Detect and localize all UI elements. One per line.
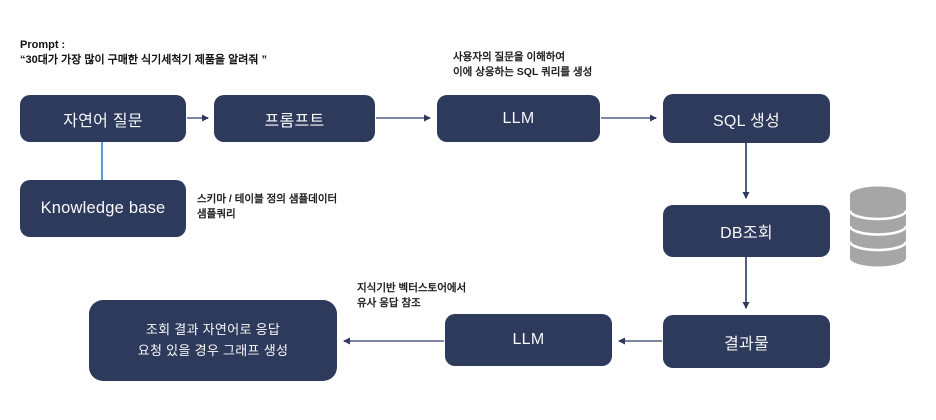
node-result: 결과물 <box>663 315 830 368</box>
database-icon <box>848 186 908 267</box>
node-db-query: DB조회 <box>663 205 830 257</box>
prompt-example-label: Prompt : <box>20 39 66 51</box>
node-sql-generation: SQL 생성 <box>663 94 830 143</box>
prompt-example-note: Prompt : “30대가 가장 많이 구매한 식기세척기 제품을 알려줘 ” <box>20 38 267 68</box>
node-prompt: 프롬프트 <box>214 95 375 142</box>
node-natural-language-question: 자연어 질문 <box>20 95 186 142</box>
node-final-output: 조회 결과 자연어로 응답 요청 있을 경우 그래프 생성 <box>89 300 337 381</box>
annotation-llm-top: 사용자의 질문을 이해하여 이에 상응하는 SQL 쿼리를 생성 <box>453 51 593 78</box>
annotation-llm-bottom: 지식기반 벡터스토어에서 유사 응답 참조 <box>357 282 467 309</box>
prompt-example-quote: “30대가 가장 많이 구매한 식기세척기 제품을 알려줘 ” <box>20 53 268 66</box>
node-knowledge-base: Knowledge base <box>20 180 186 237</box>
node-llm-top: LLM <box>437 95 600 142</box>
annotation-knowledge-base: 스키마 / 테이블 정의 샘플데이터 샘플쿼리 <box>197 193 338 220</box>
node-llm-bottom: LLM <box>445 314 612 366</box>
